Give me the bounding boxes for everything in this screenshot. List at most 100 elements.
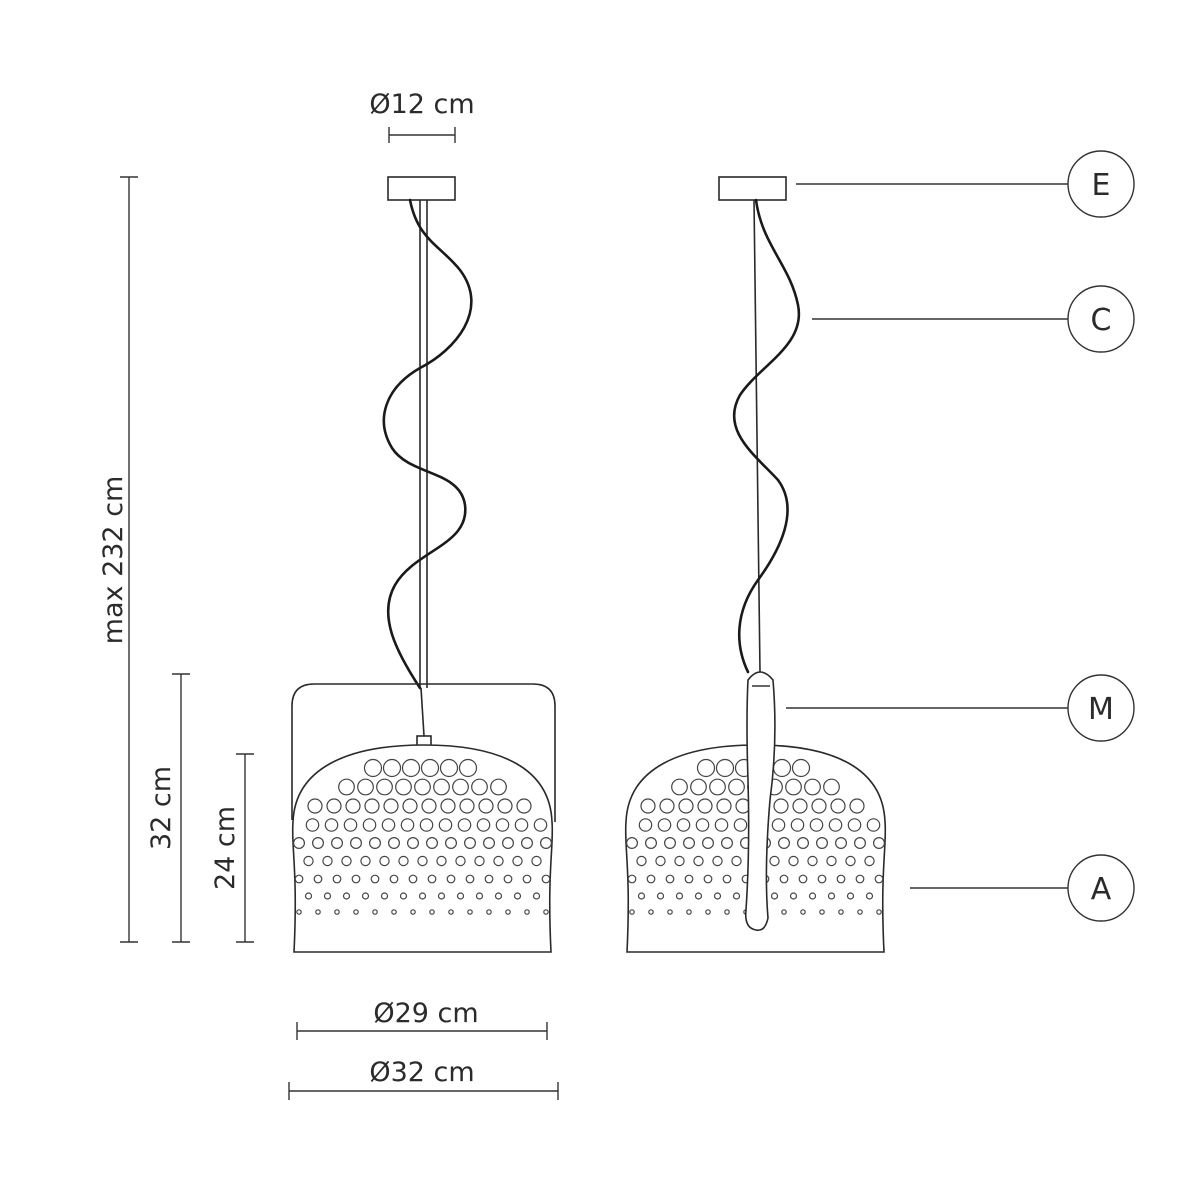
perforation — [864, 855, 875, 867]
perforation — [853, 836, 866, 849]
perforation — [293, 836, 306, 849]
perforation — [675, 892, 684, 900]
perforation — [495, 818, 510, 832]
perforation — [459, 798, 475, 814]
perforation — [512, 855, 523, 867]
perforation — [657, 818, 672, 832]
perforation — [811, 798, 827, 814]
perforation — [514, 818, 529, 832]
perforation — [656, 892, 665, 900]
perforation — [836, 874, 846, 884]
perforation — [777, 836, 790, 849]
perforation — [513, 892, 522, 900]
perforation — [785, 778, 802, 796]
perforation — [838, 909, 844, 915]
perforation — [800, 909, 806, 915]
perforation — [663, 836, 676, 849]
shade-inner-diameter-dimension: Ø29 cm — [296, 998, 548, 1040]
perforation — [807, 855, 818, 867]
perforation — [646, 874, 656, 884]
perforation — [655, 855, 666, 867]
perforation — [478, 798, 494, 814]
perforation — [792, 798, 808, 814]
perforation — [640, 798, 656, 814]
perforation — [804, 778, 821, 796]
callout-a-label: A — [1091, 872, 1112, 907]
perforation — [418, 892, 427, 900]
callout-e-label: E — [1092, 168, 1111, 203]
perforation — [421, 798, 437, 814]
perforation — [695, 818, 710, 832]
perforation — [458, 758, 478, 778]
perforation — [733, 818, 748, 832]
perforation — [391, 909, 397, 915]
perforation — [834, 836, 847, 849]
perforation — [379, 855, 390, 867]
perforation — [445, 836, 458, 849]
perforation — [876, 909, 882, 915]
shade-height-dimension: 24 cm — [210, 753, 254, 943]
perforation — [636, 855, 647, 867]
perforation — [781, 909, 787, 915]
perforation — [502, 836, 515, 849]
canopy-front — [387, 176, 456, 201]
perforation — [773, 798, 789, 814]
shade-outer-diameter-dimension: Ø32 cm — [288, 1057, 559, 1100]
perforation — [305, 818, 320, 832]
perforation — [644, 836, 657, 849]
perforation — [648, 909, 654, 915]
perforation — [322, 855, 333, 867]
perforation — [457, 818, 472, 832]
perforation — [697, 798, 713, 814]
perforation — [684, 874, 694, 884]
shade-front — [291, 744, 554, 953]
perforation — [323, 892, 332, 900]
perforation — [490, 778, 507, 796]
perforation — [855, 874, 865, 884]
perforation — [815, 836, 828, 849]
perforation — [363, 758, 383, 778]
perforation — [790, 818, 805, 832]
perforation — [440, 798, 456, 814]
perforation — [326, 798, 342, 814]
perforation — [382, 758, 402, 778]
perforation — [826, 855, 837, 867]
side-view-lamp — [624, 176, 887, 953]
perforation — [667, 909, 673, 915]
perforation — [426, 836, 439, 849]
perforation — [703, 874, 713, 884]
callout-m: M — [786, 674, 1135, 742]
shade-perforations-front — [293, 758, 552, 915]
perforation — [350, 836, 363, 849]
perforation — [486, 909, 492, 915]
perforation — [467, 909, 473, 915]
perforation — [627, 874, 637, 884]
perforation — [376, 778, 393, 796]
perforation — [407, 836, 420, 849]
shade-height-label: 24 cm — [210, 806, 241, 890]
perforation — [532, 892, 541, 900]
perforation — [448, 909, 454, 915]
callout-a: A — [910, 854, 1135, 922]
handle-part — [744, 671, 776, 932]
perforation — [629, 909, 635, 915]
perforation — [676, 818, 691, 832]
perforation — [503, 874, 513, 884]
perforation — [533, 818, 548, 832]
perforation — [625, 836, 638, 849]
perforation — [452, 778, 469, 796]
perforation — [678, 798, 694, 814]
perforation — [716, 798, 732, 814]
perforation — [343, 818, 358, 832]
perforation — [720, 836, 733, 849]
canopy-diameter-dimension: Ø12 cm — [369, 89, 475, 143]
perforation — [541, 874, 551, 884]
perforation — [847, 818, 862, 832]
perforation — [360, 855, 371, 867]
perforation — [362, 818, 377, 832]
perforation — [798, 874, 808, 884]
canopy-diameter-label: Ø12 cm — [369, 89, 474, 120]
perforation — [845, 855, 856, 867]
perforation — [494, 892, 503, 900]
